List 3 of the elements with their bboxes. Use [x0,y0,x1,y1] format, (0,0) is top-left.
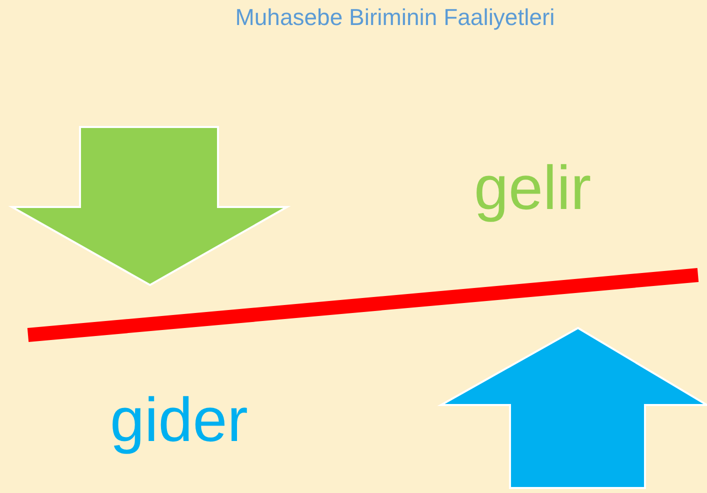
title: Muhasebe Biriminin Faaliyetleri [234,6,556,29]
expense-label: gider [110,390,248,452]
income-label: gelir [474,158,592,220]
